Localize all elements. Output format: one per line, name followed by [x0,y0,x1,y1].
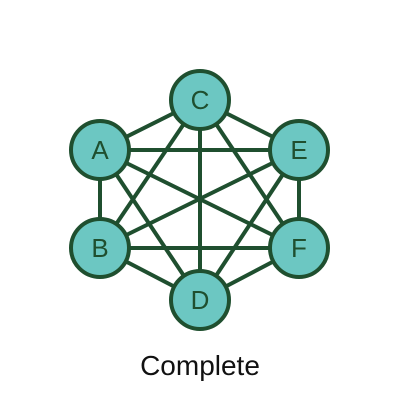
node-label: B [91,233,108,263]
node-label: F [291,233,307,263]
node-circle [169,269,231,331]
node-a: A [69,119,131,181]
node-circle [268,119,330,181]
node-e: E [268,119,330,181]
node-c: C [169,69,231,131]
nodes-layer: A B C D E F [69,69,330,331]
node-b: B [69,217,131,279]
node-label: D [191,285,210,315]
node-circle [69,119,131,181]
node-circle [268,217,330,279]
node-label: E [290,135,307,165]
node-f: F [268,217,330,279]
node-circle [69,217,131,279]
node-circle [169,69,231,131]
diagram-caption: Complete [140,350,260,381]
node-label: C [191,85,210,115]
node-d: D [169,269,231,331]
node-label: A [91,135,109,165]
